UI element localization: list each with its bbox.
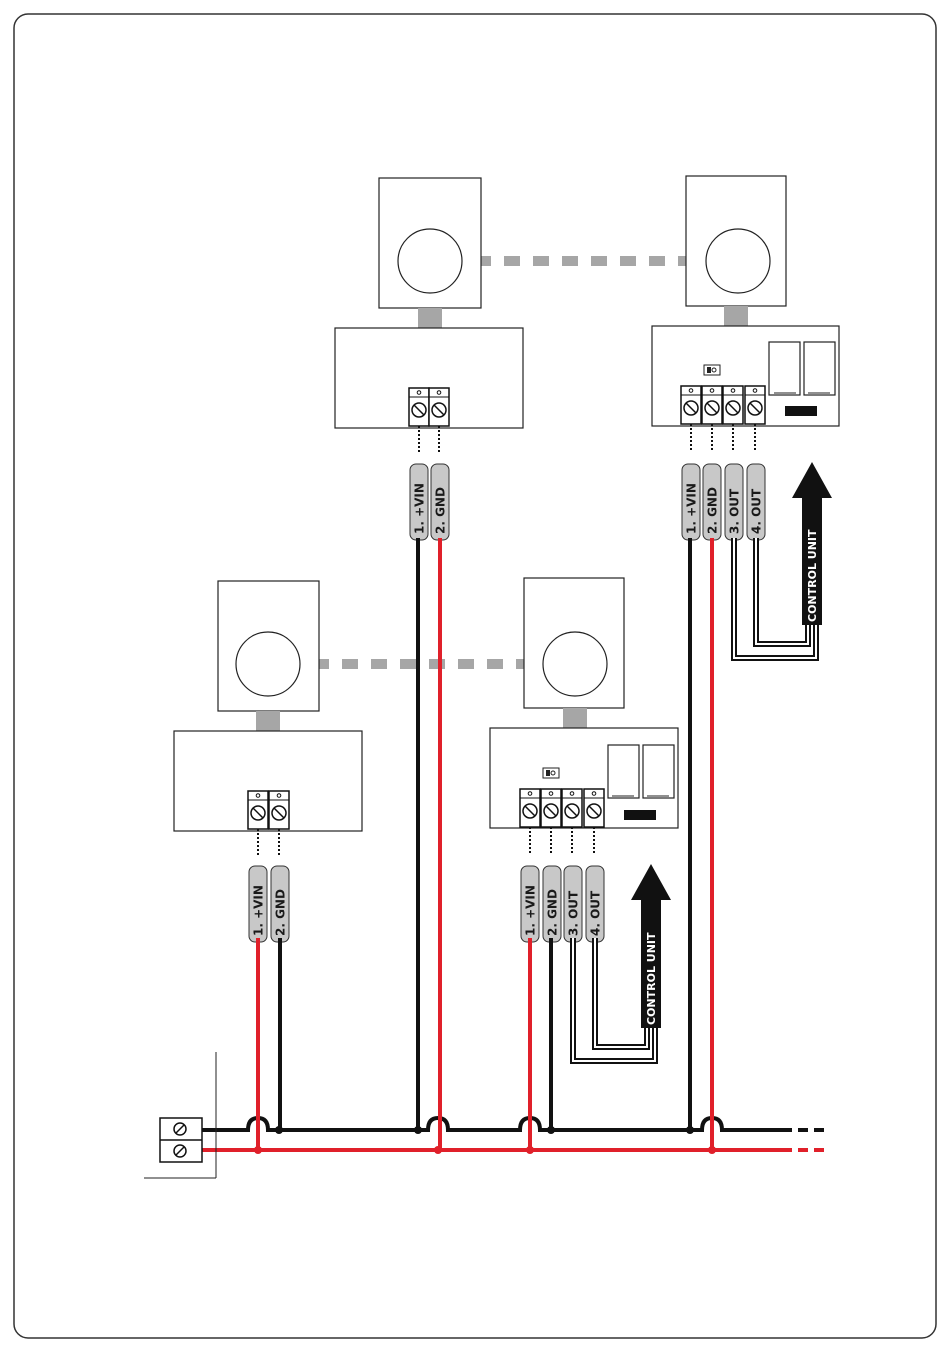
wire-pin-label: 2. GND bbox=[431, 464, 449, 540]
indicator-bar bbox=[624, 810, 656, 820]
wire-pin-label: 4. OUT bbox=[747, 464, 765, 540]
screw-terminal-icon bbox=[562, 789, 582, 853]
lens bbox=[543, 632, 607, 696]
wire-pin-label: 4. OUT bbox=[586, 866, 604, 942]
relay bbox=[608, 745, 639, 798]
out-loop-inner-inner bbox=[595, 938, 647, 1047]
mount-bracket bbox=[563, 708, 587, 728]
pin-label-text: 3. OUT bbox=[567, 890, 581, 936]
pin-label-text: 4. OUT bbox=[589, 890, 603, 936]
dip-switch-icon bbox=[704, 365, 720, 375]
lens bbox=[236, 632, 300, 696]
lens bbox=[706, 229, 770, 293]
pin-label-text: 1. +VIN bbox=[685, 483, 699, 534]
screw-terminal-icon bbox=[269, 791, 289, 855]
screw-terminal-icon bbox=[702, 386, 722, 450]
wire-pin-label: 1. +VIN bbox=[410, 464, 428, 540]
lens bbox=[398, 229, 462, 293]
pin-label-text: 1. +VIN bbox=[252, 885, 266, 936]
control-unit-label: CONTROL UNIT bbox=[645, 932, 658, 1025]
relay bbox=[643, 745, 674, 798]
wire-pin-label: 3. OUT bbox=[725, 464, 743, 540]
control-unit-arrow-top: CONTROL UNIT bbox=[792, 462, 832, 625]
power-bus bbox=[144, 1052, 830, 1178]
pin-label-text: 2. GND bbox=[434, 487, 448, 534]
screw-terminal-icon bbox=[584, 789, 604, 853]
mount-bracket bbox=[256, 711, 280, 731]
wire-pin-label: 2. GND bbox=[271, 866, 289, 942]
pin-label-text: 2. GND bbox=[706, 487, 720, 534]
relay bbox=[769, 342, 800, 395]
relay bbox=[804, 342, 835, 395]
screw-terminal-icon bbox=[681, 386, 701, 450]
screw-terminal-icon bbox=[723, 386, 743, 450]
wire-pin-label: 1. +VIN bbox=[249, 866, 267, 942]
screw-terminal-icon bbox=[520, 789, 540, 853]
transmitter-top: 1. +VIN 2. GND bbox=[335, 178, 523, 540]
indicator-bar bbox=[785, 406, 817, 416]
pin-label-text: 1. +VIN bbox=[524, 885, 538, 936]
pin-label-text: 4. OUT bbox=[750, 488, 764, 534]
pin-label-text: 1. +VIN bbox=[413, 483, 427, 534]
out-loop-inner bbox=[595, 938, 647, 1047]
pin-label-text: 2. GND bbox=[546, 889, 560, 936]
bus-wire-black bbox=[200, 1118, 782, 1130]
screw-terminal-icon bbox=[429, 388, 449, 452]
mount-bracket bbox=[724, 306, 748, 326]
transmitter-bottom: 1. +VIN 2. GND bbox=[174, 581, 362, 942]
wire-pin-label: 3. OUT bbox=[564, 866, 582, 942]
out-loop-inner bbox=[756, 538, 808, 644]
control-unit-label: CONTROL UNIT bbox=[806, 529, 819, 622]
dip-switch-icon bbox=[543, 768, 559, 778]
pin-label-text: 3. OUT bbox=[728, 488, 742, 534]
screw-terminal-icon bbox=[745, 386, 765, 450]
wire-pin-label: 2. GND bbox=[543, 866, 561, 942]
screw-terminal-icon bbox=[248, 791, 268, 855]
out-loop-inner-inner bbox=[756, 538, 808, 644]
wire-pin-label: 1. +VIN bbox=[682, 464, 700, 540]
pin-label-text: 2. GND bbox=[274, 889, 288, 936]
wire-pin-label: 1. +VIN bbox=[521, 866, 539, 942]
wire-pin-label: 2. GND bbox=[703, 464, 721, 540]
mount-bracket bbox=[418, 308, 442, 328]
screw-terminal-icon bbox=[409, 388, 429, 452]
control-unit-arrow-bottom: CONTROL UNIT bbox=[631, 864, 671, 1028]
screw-terminal-icon bbox=[541, 789, 561, 853]
